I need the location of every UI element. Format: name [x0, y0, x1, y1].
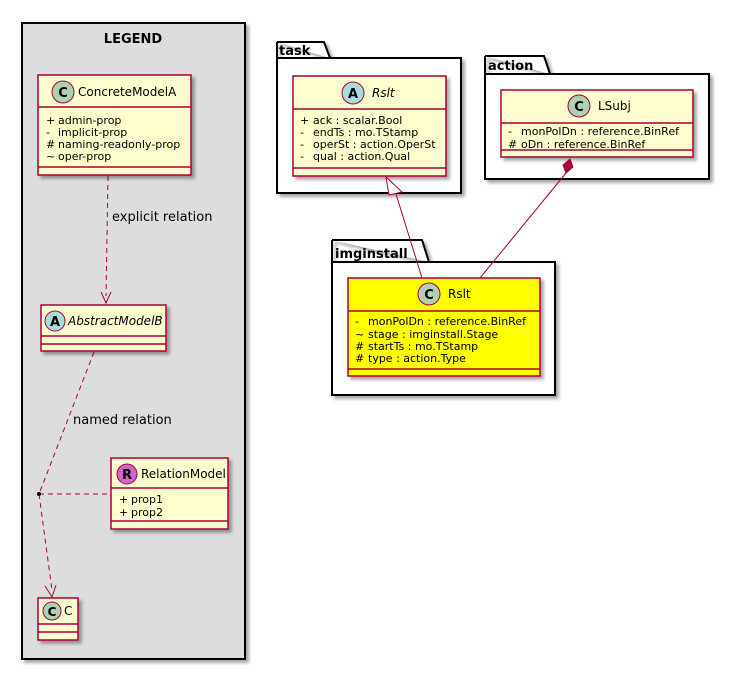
- inheritance-arrowhead: [385, 175, 404, 196]
- stereotype-letter: R: [122, 468, 132, 483]
- attr-startts: startTs : mo.TStamp: [368, 340, 478, 353]
- attr-admin-prop: admin-prop: [58, 114, 121, 127]
- package-label: action: [488, 59, 533, 74]
- class-abstract-model-b: A AbstractModelB: [40, 304, 167, 352]
- package-label: imginstall: [335, 247, 408, 262]
- svg-text:#: #: [46, 138, 55, 151]
- named-relation-edge-bottom: [38, 493, 53, 591]
- svg-text:-: -: [300, 138, 304, 151]
- stereotype-letter: A: [50, 315, 60, 330]
- explicit-relation-edge: [105, 175, 109, 297]
- attr-oper-prop: oper-prop: [58, 150, 111, 163]
- attr-ack: ack : scalar.Bool: [313, 114, 402, 127]
- attr-type: type : action.Type: [368, 352, 466, 365]
- class-name: LSubj: [598, 99, 631, 113]
- svg-text:+: +: [119, 493, 128, 506]
- named-relation-arrowhead: [44, 584, 57, 599]
- explicit-relation-arrowhead: [100, 291, 112, 305]
- class-stereotype-icon: [567, 94, 591, 118]
- class-action-lsubj: C LSubj - monPolDn : reference.BinRef # …: [500, 89, 694, 158]
- svg-text:-: -: [300, 126, 304, 139]
- abstract-stereotype-icon: [44, 310, 66, 332]
- attr-prop2: prop2: [131, 506, 163, 519]
- svg-text:~: ~: [355, 328, 364, 341]
- attr-odn: oDn : reference.BinRef: [521, 138, 646, 151]
- svg-text:-: -: [355, 315, 359, 328]
- class-name: Rslt: [448, 287, 471, 301]
- class-name: RelationModel: [141, 467, 226, 481]
- relation-stereotype-icon: [116, 463, 138, 485]
- attr-implicit-prop: implicit-prop: [58, 126, 127, 139]
- class-stereotype-icon: [42, 601, 62, 621]
- svg-text:-: -: [46, 126, 50, 139]
- class-stereotype-icon: [51, 80, 75, 104]
- class-task-rslt: A Rslt + ack : scalar.Bool - endTs : mo.…: [292, 75, 447, 177]
- explicit-relation-label: explicit relation: [112, 210, 212, 225]
- named-relation-label: named relation: [73, 413, 172, 428]
- attr-monpoldn: monPolDn : reference.BinRef: [521, 125, 680, 138]
- attr-prop1: prop1: [131, 493, 163, 506]
- class-imginstall-rslt: C Rslt - monPolDn : reference.BinRef ~ s…: [347, 277, 541, 377]
- svg-text:+: +: [300, 114, 309, 127]
- named-relation-edge-top: [38, 351, 95, 495]
- inheritance-edge: [385, 175, 423, 279]
- package-label: task: [279, 44, 311, 59]
- class-stereotype-icon: [417, 282, 441, 306]
- stereotype-letter: C: [574, 100, 584, 115]
- class-relation-model: R RelationModel + prop1 + prop2: [110, 457, 229, 530]
- attr-monpoldn: monPolDn : reference.BinRef: [368, 315, 527, 328]
- class-concrete-model-a: C ConcreteModelA + admin-prop - implicit…: [37, 74, 192, 176]
- svg-text:#: #: [355, 352, 364, 365]
- abstract-stereotype-icon: [341, 81, 365, 105]
- attr-naming-readonly-prop: naming-readonly-prop: [58, 138, 180, 151]
- stereotype-letter: C: [58, 86, 68, 101]
- svg-text:+: +: [46, 114, 55, 127]
- attr-endts: endTs : mo.TStamp: [313, 126, 418, 139]
- class-c: C C: [37, 597, 79, 641]
- svg-text:-: -: [508, 125, 512, 138]
- composition-diamond: [562, 158, 574, 174]
- svg-text:-: -: [300, 150, 304, 163]
- stereotype-letter: C: [424, 288, 434, 303]
- svg-text:~: ~: [46, 150, 55, 163]
- svg-text:#: #: [355, 340, 364, 353]
- svg-text:#: #: [508, 138, 517, 151]
- class-name: ConcreteModelA: [78, 85, 177, 99]
- legend-title: LEGEND: [104, 32, 163, 47]
- class-name: C: [64, 604, 72, 618]
- attr-operst: operSt : action.OperSt: [313, 138, 436, 151]
- stereotype-letter: C: [48, 605, 57, 619]
- relation-junction-dot: [37, 492, 41, 496]
- attr-qual: qual : action.Qual: [313, 150, 410, 163]
- class-name: AbstractModelB: [67, 314, 163, 328]
- svg-text:+: +: [119, 506, 128, 519]
- composition-edge: [479, 158, 574, 279]
- attr-stage: stage : imginstall.Stage: [368, 328, 498, 341]
- legend-edges: explicit relation named relation: [37, 175, 212, 599]
- stereotype-letter: A: [348, 87, 358, 102]
- class-name: Rslt: [372, 86, 396, 100]
